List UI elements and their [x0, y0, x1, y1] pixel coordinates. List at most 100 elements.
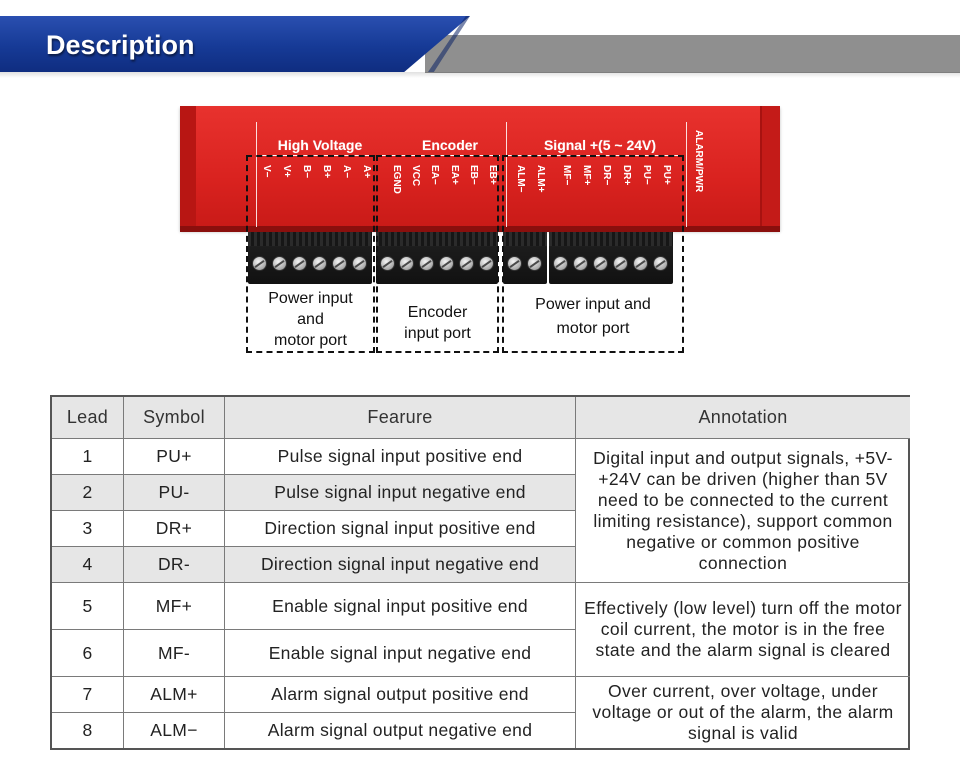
pin-label: V− [261, 165, 272, 178]
cell-lead: 8 [52, 713, 124, 748]
cell-lead: 6 [52, 630, 124, 677]
terminal-screw [653, 256, 668, 271]
cell-symbol: ALM+ [124, 677, 225, 713]
cell-annotation: Digital input and output signals, +5V- +… [576, 439, 910, 583]
cell-lead: 3 [52, 511, 124, 547]
group-title-encoder: Encoder [421, 137, 478, 153]
cell-symbol: PU- [124, 475, 225, 511]
terminal-screw [312, 256, 327, 271]
pin-label: V+ [281, 165, 292, 178]
pin-label: B− [301, 165, 312, 179]
cell-symbol: MF- [124, 630, 225, 677]
cell-feature: Alarm signal output positive end [225, 677, 576, 713]
port-label-encoder: Encoder input port [378, 302, 497, 344]
cell-lead: 7 [52, 677, 124, 713]
terminal-screw [527, 256, 542, 271]
terminal-screw [459, 256, 474, 271]
pin-label: VCC [410, 165, 421, 187]
device-bottom-edge [180, 226, 780, 232]
cell-symbol: ALM− [124, 713, 225, 748]
terminal-screw [613, 256, 628, 271]
header-annotation: Annotation [576, 397, 910, 439]
terminal-screw [573, 256, 588, 271]
cell-lead: 5 [52, 583, 124, 630]
cell-feature: Enable signal input positive end [225, 583, 576, 630]
panel-separator [256, 122, 257, 227]
panel-separator [506, 122, 507, 227]
terminal-block [376, 232, 498, 284]
port-label-line: and [297, 311, 324, 328]
terminal-screw [332, 256, 347, 271]
pin-label: EA+ [449, 165, 460, 185]
pin-label: DR+ [621, 165, 632, 186]
terminal-block [248, 232, 372, 284]
cell-lead: 1 [52, 439, 124, 475]
pin-label: EA− [429, 165, 440, 185]
pin-label: EB+ [487, 165, 498, 185]
cell-annotation: Over current, over voltage, under voltag… [592, 681, 894, 743]
terminal-screw [553, 256, 568, 271]
terminal-screw [633, 256, 648, 271]
pin-label: EB− [468, 165, 479, 185]
cell-symbol: PU+ [124, 439, 225, 475]
cell-symbol: MF+ [124, 583, 225, 630]
pin-label: A+ [361, 165, 372, 179]
port-outline-signal [502, 155, 684, 353]
pin-label: MF− [561, 165, 572, 186]
cell-feature: Direction signal input negative end [225, 547, 576, 583]
terminal-screw [399, 256, 414, 271]
cell-lead: 2 [52, 475, 124, 511]
cell-symbol: DR+ [124, 511, 225, 547]
device-right-fin [760, 106, 780, 230]
device-left-fin [180, 106, 196, 230]
terminal-screw [439, 256, 454, 271]
page-title: Description [46, 30, 195, 60]
header-lead: Lead [52, 397, 124, 439]
terminal-screw [380, 256, 395, 271]
pin-label: PU− [641, 165, 652, 185]
cell-symbol: DR- [124, 547, 225, 583]
pin-label: B+ [321, 165, 332, 179]
driver-device-image [180, 106, 780, 230]
header-blue-banner [0, 16, 470, 72]
terminal-screw [593, 256, 608, 271]
header-gray-band [425, 35, 960, 73]
port-label-line: Encoder [407, 304, 468, 321]
cell-annotation: Effectively (low level) turn off the mot… [576, 583, 910, 677]
header-symbol: Symbol [124, 397, 225, 439]
pin-label: ALM− [515, 165, 526, 193]
cell-feature: Pulse signal input positive end [225, 439, 576, 475]
pin-label: DR− [601, 165, 612, 186]
port-label-signal: Power input and motor port [504, 293, 682, 341]
terminal-screw [479, 256, 494, 271]
pin-label: MF+ [581, 165, 592, 186]
header-feature: Fearure [225, 397, 576, 439]
group-title-high-voltage: High Voltage [277, 137, 363, 153]
port-outline-power-motor [246, 155, 375, 353]
cell-feature: Pulse signal input negative end [225, 475, 576, 511]
port-label-line: input port [404, 325, 471, 342]
terminal-block [549, 232, 673, 284]
port-label-line: Power input and [535, 296, 651, 313]
port-label-line: motor port [556, 320, 630, 337]
alarm-pwr-label: ALARM/PWR [693, 130, 704, 193]
port-label-line: motor port [274, 332, 347, 349]
pin-label: A− [341, 165, 352, 179]
terminal-screw [292, 256, 307, 271]
panel-separator [686, 122, 687, 227]
cell-feature: Direction signal input positive end [225, 511, 576, 547]
port-label-power-motor: Power input and motor port [248, 288, 373, 351]
pin-label: EGND [391, 165, 402, 194]
terminal-screw [419, 256, 434, 271]
terminal-screw [272, 256, 287, 271]
cell-feature: Alarm signal output negative end [225, 713, 576, 748]
terminal-screw [352, 256, 367, 271]
port-outline-encoder [376, 155, 499, 353]
pin-description-table: Lead Symbol Fearure Annotation 1 PU+ Pul… [50, 395, 910, 750]
pin-label: PU+ [661, 165, 672, 185]
terminal-screw [252, 256, 267, 271]
cell-lead: 4 [52, 547, 124, 583]
pin-label: ALM+ [535, 165, 546, 193]
port-label-line: Power input [268, 290, 353, 307]
header-shadow [0, 72, 960, 78]
